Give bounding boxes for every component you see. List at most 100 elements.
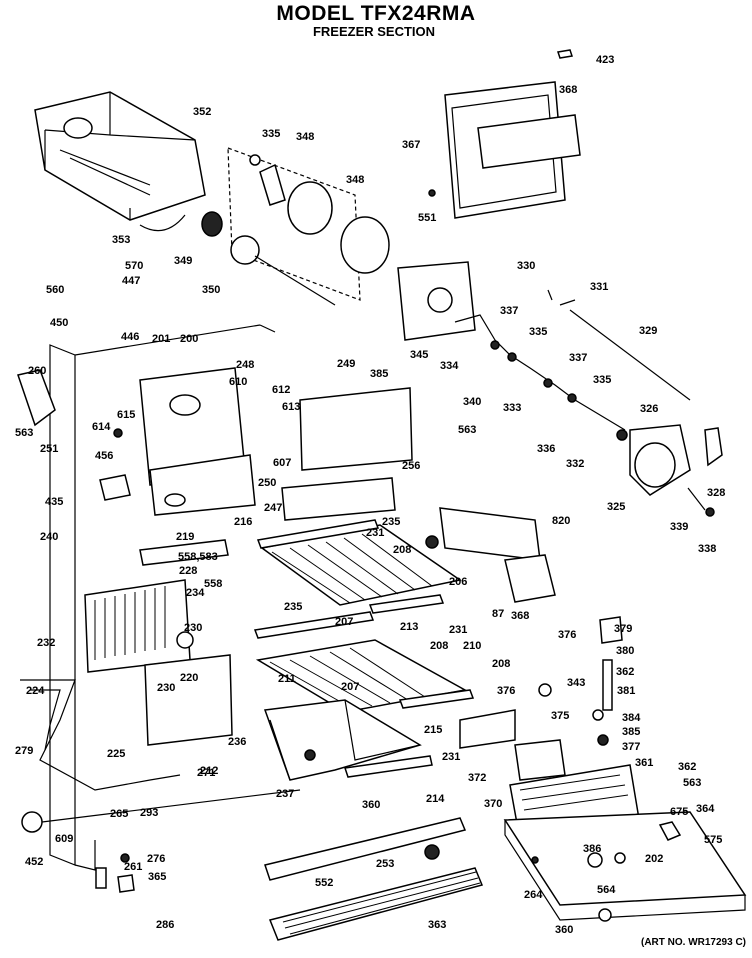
part-label: 447 — [122, 275, 140, 287]
part-label: 379 — [614, 623, 632, 635]
part-label: 337 — [569, 352, 587, 364]
part-label: 575 — [704, 834, 722, 846]
part-label: 558,583 — [178, 551, 218, 563]
part-label: 609 — [55, 833, 73, 845]
part-label: 615 — [117, 409, 135, 421]
bottom-pan-drawing — [503, 811, 747, 922]
part-label: 286 — [156, 919, 174, 931]
part-label: 231 — [442, 751, 460, 763]
part-label: 248 — [236, 359, 254, 371]
part-label: 279 — [15, 745, 33, 757]
part-label: 251 — [40, 443, 58, 455]
part-label: 349 — [174, 255, 192, 267]
dispenser-frame-drawing — [428, 49, 581, 219]
part-label: 330 — [517, 260, 535, 272]
part-label: 230 — [184, 622, 202, 634]
part-label: 224 — [26, 685, 45, 697]
part-label: 348 — [346, 174, 364, 186]
part-label: 337 — [500, 305, 518, 317]
part-label: 208 — [430, 640, 448, 652]
part-label: 610 — [229, 376, 247, 388]
part-label: 234 — [186, 587, 205, 599]
part-label: 551 — [418, 212, 436, 224]
shelves-drawing — [253, 519, 475, 713]
part-label: 353 — [112, 234, 130, 246]
part-label: 362 — [678, 761, 696, 773]
part-label: 362 — [616, 666, 634, 678]
part-label: 452 — [25, 856, 43, 868]
part-label: 326 — [640, 403, 658, 415]
part-label: 256 — [402, 460, 420, 472]
part-label: 87 — [492, 608, 504, 620]
part-label: 558 — [204, 578, 222, 590]
part-label: 208 — [492, 658, 510, 670]
part-label: 264 — [524, 889, 543, 901]
part-label: 250 — [258, 477, 276, 489]
part-label: 563 — [458, 424, 476, 436]
part-label: 335 — [529, 326, 547, 338]
part-label: 352 — [193, 106, 211, 118]
part-label: 339 — [670, 521, 688, 533]
part-label: 435 — [45, 496, 63, 508]
part-label: 215 — [424, 724, 442, 736]
part-label: 348 — [296, 131, 314, 143]
part-label: 560 — [46, 284, 64, 296]
part-label: 613 — [282, 401, 300, 413]
part-label: 381 — [617, 685, 635, 697]
part-label: 208 — [393, 544, 411, 556]
part-label: 207 — [335, 616, 353, 628]
part-label: 216 — [234, 516, 252, 528]
part-label: 614 — [92, 421, 111, 433]
freezer-basket-drawing — [263, 699, 433, 781]
part-label: 328 — [707, 487, 725, 499]
part-label: 446 — [121, 331, 139, 343]
part-label: 336 — [537, 443, 555, 455]
rails-grille-drawing — [95, 817, 484, 941]
part-label: 231 — [366, 527, 384, 539]
part-label: 235 — [284, 601, 302, 613]
part-label: 340 — [463, 396, 481, 408]
part-label: 325 — [607, 501, 625, 513]
part-label: 345 — [410, 349, 428, 361]
section-title: FREEZER SECTION — [312, 24, 436, 39]
part-label: 220 — [180, 672, 198, 684]
part-label: 206 — [449, 576, 467, 588]
part-label: 612 — [272, 384, 290, 396]
part-label: 820 — [552, 515, 570, 527]
art-number: (ART NO. WR17293 C) — [640, 937, 746, 948]
part-label: 213 — [400, 621, 418, 633]
cabinet-liner-drawing — [17, 324, 413, 871]
part-label: 360 — [555, 924, 573, 936]
part-label: 265 — [110, 808, 128, 820]
part-label: 552 — [315, 877, 333, 889]
part-label: 384 — [622, 712, 641, 724]
part-label: 365 — [148, 871, 166, 883]
part-label: 200 — [180, 333, 198, 345]
part-label: 338 — [698, 543, 716, 555]
part-label: 386 — [583, 843, 601, 855]
part-label: 261 — [124, 861, 142, 873]
part-label: 333 — [503, 402, 521, 414]
part-label: 375 — [551, 710, 569, 722]
auger-drawing — [201, 147, 390, 306]
part-label: 361 — [635, 757, 653, 769]
part-label: 225 — [107, 748, 125, 760]
part-label: 563 — [683, 777, 701, 789]
part-label: 376 — [558, 629, 576, 641]
part-number-labels: 423 352 335 348 368 367 348 551 353 349 … — [15, 54, 725, 936]
part-label: 335 — [262, 128, 280, 140]
part-label: 235 — [382, 516, 400, 528]
part-label: 363 — [428, 919, 446, 931]
part-label: 260 — [28, 365, 46, 377]
part-label: 570 — [125, 260, 143, 272]
part-label: 367 — [402, 139, 420, 151]
part-label: 202 — [645, 853, 663, 865]
part-label: 329 — [639, 325, 657, 337]
part-label: 247 — [264, 502, 282, 514]
part-label: 563 — [15, 427, 33, 439]
part-label: 271 — [197, 767, 215, 779]
part-label: 211 — [278, 673, 296, 685]
part-label: 343 — [567, 677, 585, 689]
mounting-plate-drawing — [397, 261, 691, 431]
